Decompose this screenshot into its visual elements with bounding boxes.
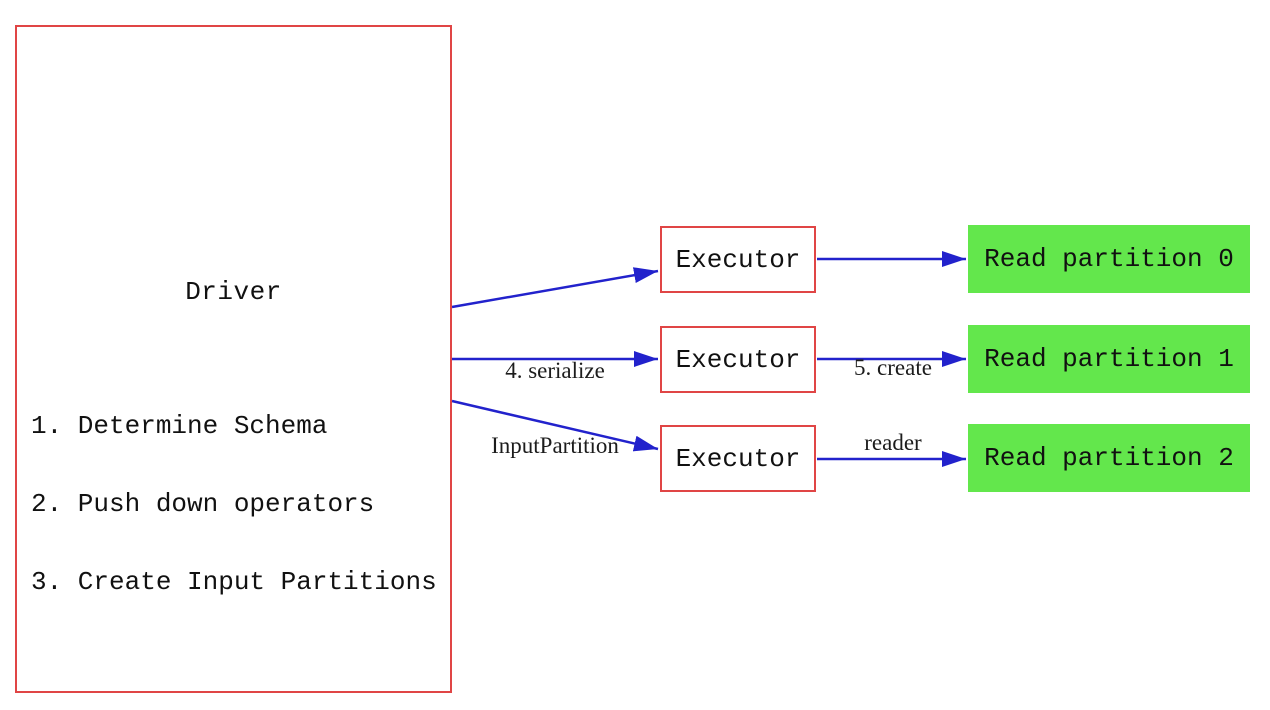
edge-label-serialize-inputpartition: 4. serialize InputPartition bbox=[450, 308, 660, 508]
read-partition-box-2: Read partition 2 bbox=[968, 424, 1250, 492]
executor-box-2: Executor bbox=[660, 425, 816, 492]
executor-box-0: Executor bbox=[660, 226, 816, 293]
driver-steps: 1. Determine Schema 2. Push down operato… bbox=[31, 361, 437, 647]
arrow-driver-to-executor-0 bbox=[451, 267, 659, 309]
driver-title: Driver bbox=[185, 277, 282, 307]
read-partition-box-1: Read partition 1 bbox=[968, 325, 1250, 393]
edge-label-serialize-line2: InputPartition bbox=[491, 433, 619, 458]
driver-step-2: 2. Push down operators bbox=[31, 489, 375, 519]
edge-label-serialize-line1: 4. serialize bbox=[505, 358, 605, 383]
read-partition-box-0: Read partition 0 bbox=[968, 225, 1250, 293]
executor-box-1: Executor bbox=[660, 326, 816, 393]
driver-step-3: 3. Create Input Partitions bbox=[31, 567, 437, 597]
driver-step-1: 1. Determine Schema bbox=[31, 411, 328, 441]
driver-box bbox=[15, 25, 452, 693]
edge-label-create-reader-line1: 5. create bbox=[854, 355, 932, 380]
edge-label-create-reader: 5. create reader bbox=[802, 305, 984, 505]
edge-label-create-reader-line2: reader bbox=[864, 430, 922, 455]
